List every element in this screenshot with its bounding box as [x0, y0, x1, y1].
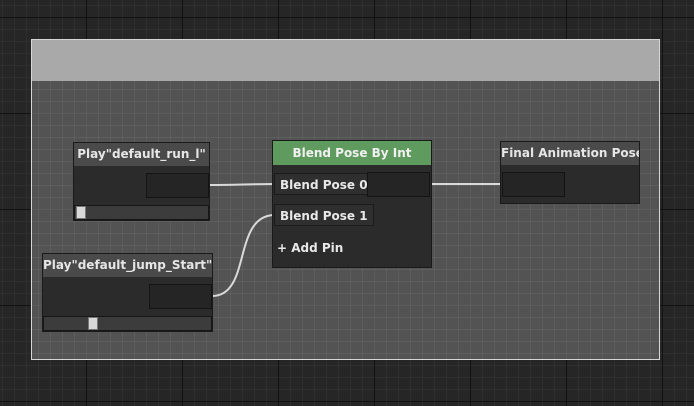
final-animation-pose-title: Final Animation Pose	[501, 142, 639, 165]
play-run-output-slot[interactable]	[146, 173, 209, 198]
blend-pose-output-slot[interactable]	[367, 172, 430, 197]
final-animation-pose-input-slot[interactable]	[502, 172, 565, 197]
play-jump-output-slot[interactable]	[149, 284, 212, 309]
play-jump-node-title: Play"default_jump_Start"	[43, 254, 212, 277]
play-jump-scrubber[interactable]	[88, 317, 98, 330]
play-run-scrubber[interactable]	[76, 206, 86, 219]
play-run-node[interactable]: Play"default_run_l"	[73, 142, 210, 221]
add-pin-button[interactable]: + Add Pin	[277, 241, 344, 255]
comment-header[interactable]	[32, 40, 659, 81]
blend-pose-node[interactable]: Blend Pose By Int Blend Pose 0 Blend Pos…	[272, 140, 432, 268]
play-run-timeline[interactable]	[74, 205, 209, 220]
play-jump-node[interactable]: Play"default_jump_Start"	[42, 253, 213, 332]
play-jump-timeline[interactable]	[43, 316, 212, 331]
play-run-node-title: Play"default_run_l"	[74, 143, 209, 166]
final-animation-pose-node[interactable]: Final Animation Pose	[500, 141, 640, 204]
blend-pose-node-title: Blend Pose By Int	[273, 141, 431, 165]
blend-pose-0-pin[interactable]: Blend Pose 0	[274, 173, 374, 195]
blend-pose-1-pin[interactable]: Blend Pose 1	[274, 204, 374, 226]
